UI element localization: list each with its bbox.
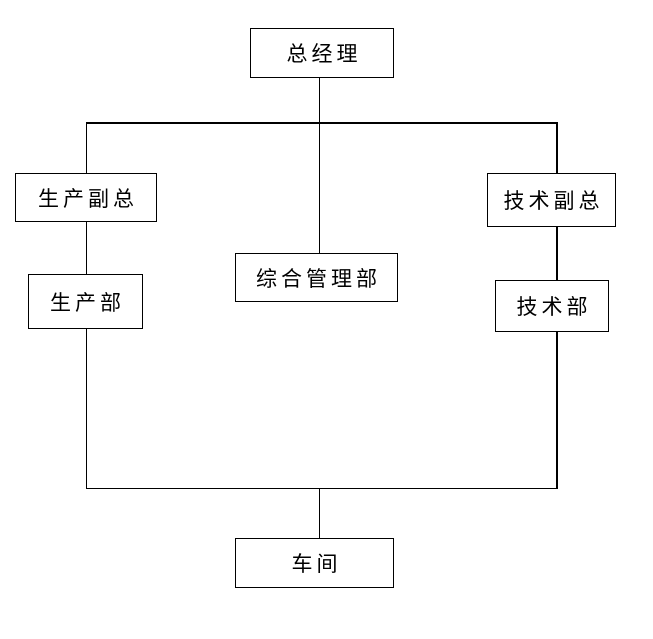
connector-bottom-rail	[85, 487, 558, 489]
connector-gm-trunk	[318, 78, 320, 253]
node-general-manager: 总经理	[250, 28, 394, 78]
connector-technical-dept-down	[556, 331, 558, 489]
node-technical-vp-label: 技术副总	[503, 189, 604, 213]
connector-production-dept-down	[85, 328, 87, 489]
node-general-admin-dept: 综合管理部	[235, 253, 398, 302]
node-technical-dept-label: 技术部	[516, 295, 592, 319]
connector-drop-production-vp	[85, 122, 87, 173]
node-general-admin-dept-label: 综合管理部	[256, 266, 381, 291]
node-workshop: 车间	[235, 538, 394, 588]
node-general-manager-label: 总经理	[286, 42, 362, 66]
node-production-dept: 生产部	[28, 274, 143, 329]
node-production-dept-label: 生产部	[50, 290, 125, 315]
connector-top-rail	[85, 122, 558, 124]
connector-technical-vp-to-dept	[556, 226, 558, 281]
node-production-vp-label: 生产副总	[38, 186, 138, 211]
connector-drop-technical-vp	[556, 122, 558, 173]
connector-production-vp-to-dept	[85, 221, 87, 275]
node-workshop-label: 车间	[291, 552, 342, 576]
connector-drop-workshop	[318, 487, 320, 539]
node-technical-dept: 技术部	[495, 280, 609, 332]
node-technical-vp: 技术副总	[487, 173, 616, 227]
node-production-vp: 生产副总	[15, 173, 157, 222]
